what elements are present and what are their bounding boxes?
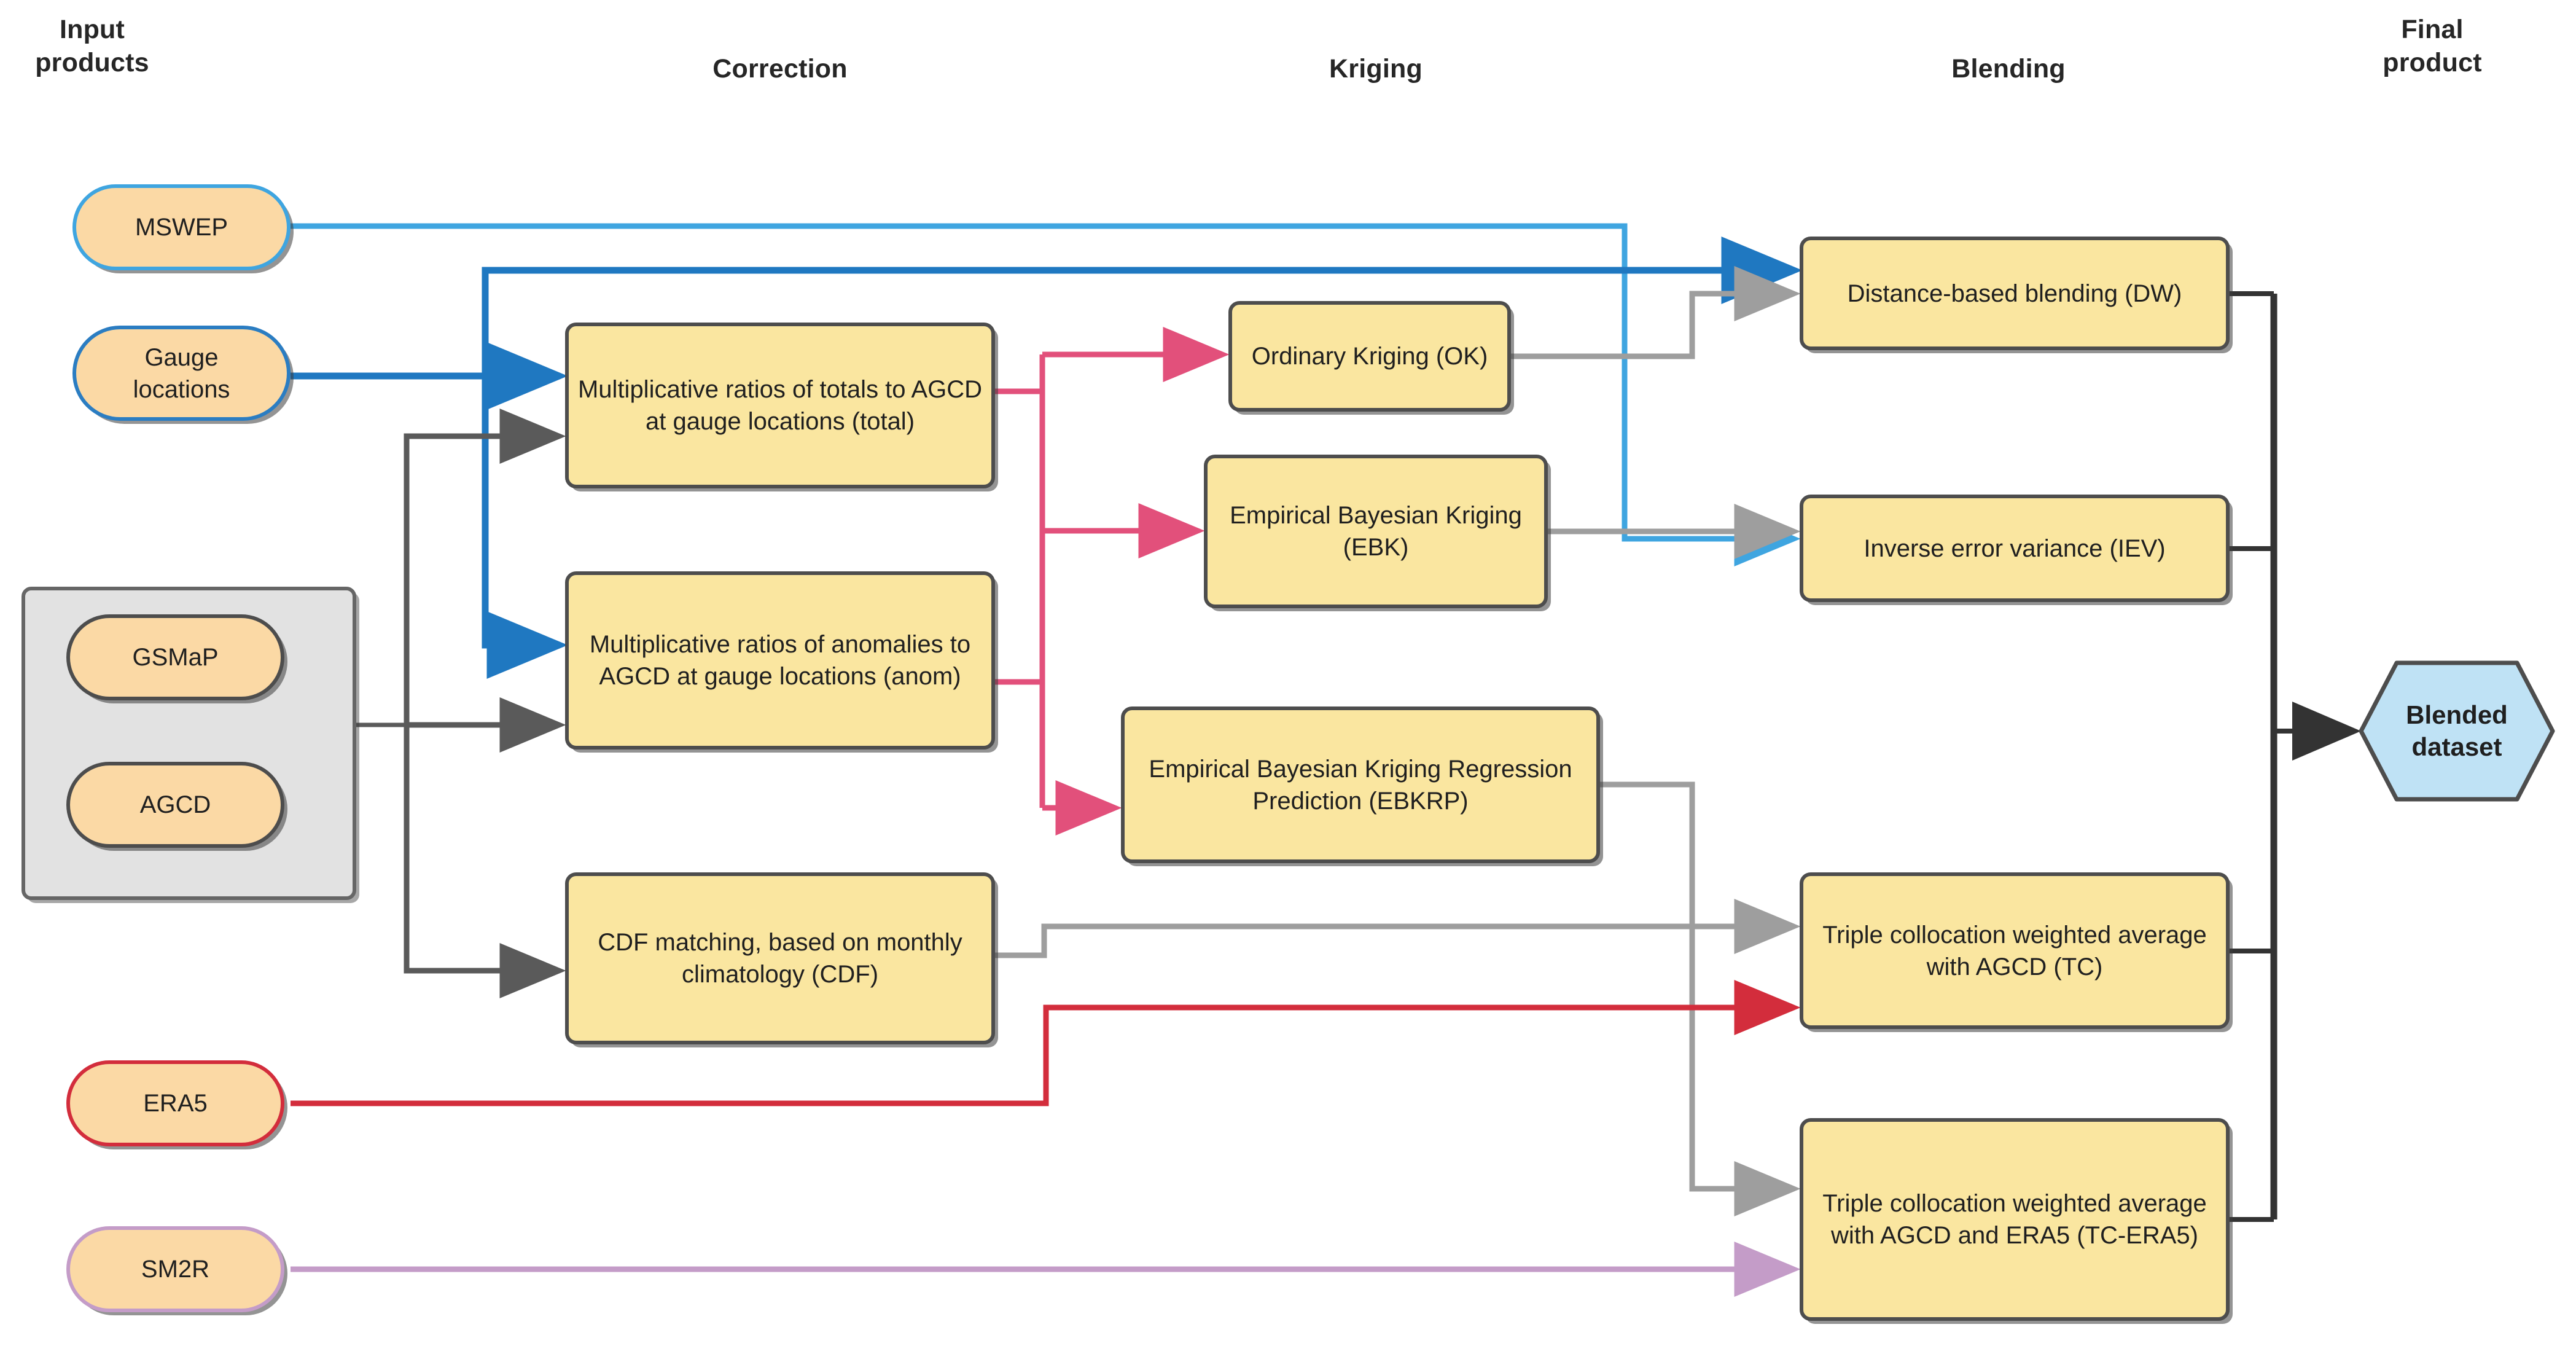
column-header-kriging: Kriging [1329, 54, 1423, 84]
node-sm2r[interactable]: SM2R [66, 1226, 284, 1312]
edge-ebkrp-to-tcera5 [1600, 781, 1801, 1216]
edge-ok-to-dw [1511, 266, 1801, 359]
node-ebkrp[interactable]: Empirical Bayesian Kriging Regression Pr… [1121, 706, 1600, 863]
column-header-blending: Blending [1951, 54, 2066, 84]
node-era5[interactable]: ERA5 [66, 1060, 284, 1146]
edge-mswep-to-iev [291, 223, 1801, 566]
edge-era5-to-tc [291, 980, 1801, 1106]
edge-cdf-to-tc [995, 899, 1801, 958]
edge-group-to-total [404, 409, 566, 725]
node-inverse-error-variance[interactable]: Inverse error variance (IEV) [1800, 495, 2230, 602]
node-multiplicative-ratios-anom[interactable]: Multiplicative ratios of anomalies to AG… [565, 571, 995, 749]
node-gauge-locations[interactable]: Gauge locations [72, 326, 291, 421]
node-triple-collocation-tc[interactable]: Triple collocation weighted average with… [1800, 872, 2230, 1029]
node-empirical-bayesian-kriging[interactable]: Empirical Bayesian Kriging (EBK) [1204, 455, 1548, 608]
node-mswep[interactable]: MSWEP [72, 184, 291, 270]
column-header-correction: Correction [712, 54, 848, 84]
column-header-input: Input products [35, 15, 149, 77]
edge-group-to-cdf [404, 725, 566, 998]
node-blended-dataset[interactable]: Blended dataset [2359, 660, 2555, 802]
node-ordinary-kriging[interactable]: Ordinary Kriging (OK) [1228, 301, 1511, 412]
node-gsmap[interactable]: GSMaP [66, 614, 284, 700]
edge-gauge-to-anom [482, 376, 568, 679]
column-header-final: Final product [2383, 15, 2482, 77]
node-triple-collocation-tc-era5[interactable]: Triple collocation weighted average with… [1800, 1118, 2230, 1321]
node-distance-based-blending[interactable]: Distance-based blending (DW) [1800, 237, 2230, 350]
node-multiplicative-ratios-total[interactable]: Multiplicative ratios of totals to AGCD … [565, 323, 995, 488]
node-cdf-matching[interactable]: CDF matching, based on monthly climatolo… [565, 872, 995, 1044]
node-agcd[interactable]: AGCD [66, 762, 284, 848]
hexagon-shape [2359, 660, 2555, 802]
blended-dataset-label: Blended dataset [2406, 700, 2508, 762]
